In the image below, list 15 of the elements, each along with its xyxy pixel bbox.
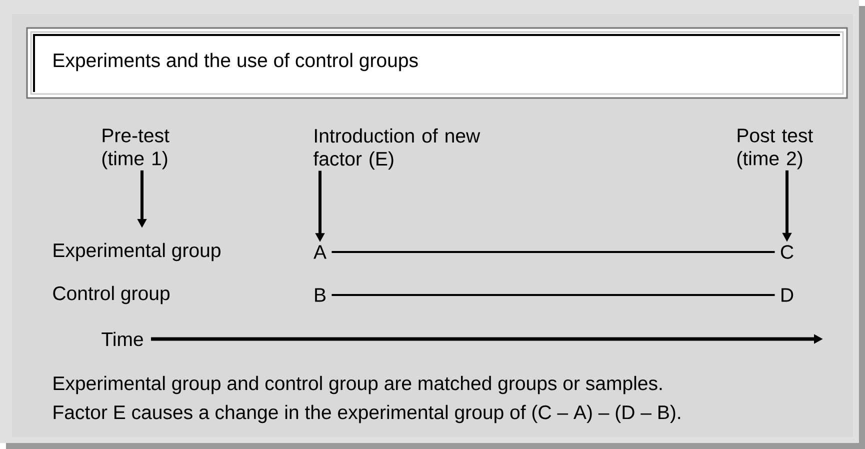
group-letter: D (782, 288, 794, 302)
step-label: Introduction of new factor (E) (314, 128, 480, 170)
step-label: Pre-test (time 1) (102, 128, 170, 170)
row-label: Control group (53, 286, 170, 304)
group-letter: C (780, 245, 794, 259)
step-label: Post test (time 2) (737, 128, 813, 170)
connector-line (332, 251, 775, 253)
group-letter: B (315, 288, 326, 302)
axis-label: Time (102, 332, 143, 346)
note-text: Experimental group and control group are matched groups or samples. (54, 376, 662, 394)
row-label: Experimental group (54, 242, 220, 262)
connector-line (332, 294, 775, 296)
title-box: Experiments and the use of control groups (26, 27, 848, 99)
note-text: Factor E causes a change in the experimental group of (C – A) – (D – B). (54, 404, 680, 424)
group-letter: A (314, 245, 326, 259)
